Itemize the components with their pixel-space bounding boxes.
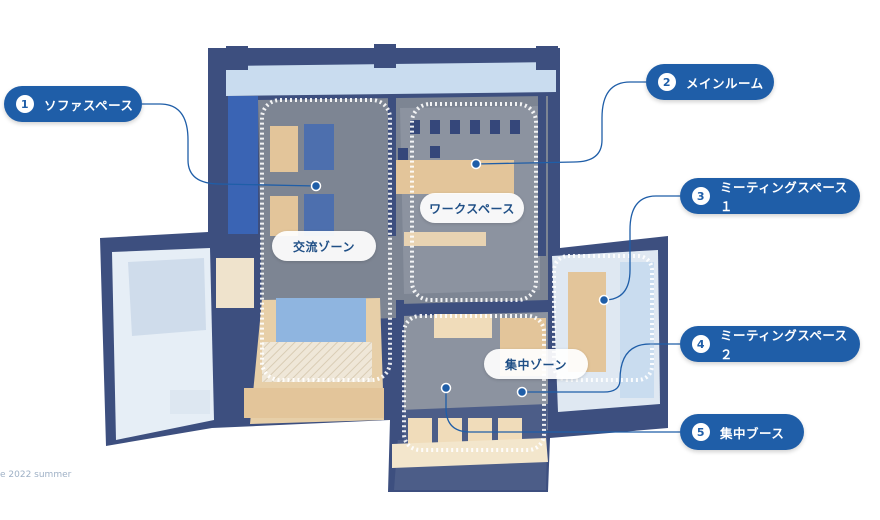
- caption-text: e 2022 summer: [0, 470, 72, 480]
- anchor-dot-sofa: [310, 180, 322, 192]
- callout-label: 集中ブース: [720, 425, 785, 441]
- callout-sofa-space[interactable]: 1 ソファスペース: [4, 86, 142, 122]
- callout-meeting-space-2[interactable]: 4 ミーティングスペース２: [680, 326, 860, 362]
- anchor-dot-meeting-1: [598, 294, 610, 306]
- anchor-dot-booth: [440, 382, 452, 394]
- anchor-dot-main-room: [470, 158, 482, 170]
- callout-number: 4: [692, 335, 710, 353]
- building-shell: [100, 44, 668, 492]
- callout-label: ミーティングスペース２: [720, 328, 848, 362]
- callout-meeting-space-1[interactable]: 3 ミーティングスペース１: [680, 178, 860, 214]
- callout-label: ソファスペース: [44, 97, 134, 113]
- leader-lines: [142, 81, 680, 433]
- zone-label-work: ワークスペース: [420, 193, 524, 223]
- callout-label: ミーティングスペース１: [720, 180, 848, 214]
- callout-label: メインルーム: [686, 75, 764, 91]
- callout-focus-booth[interactable]: 5 集中ブース: [680, 414, 804, 450]
- zone-label-kouryu: 交流ゾーン: [272, 231, 376, 261]
- anchor-dot-meeting-2: [516, 386, 528, 398]
- anchor-dots: [310, 158, 610, 398]
- callout-number: 2: [658, 73, 676, 91]
- callout-number: 1: [16, 95, 34, 113]
- callout-number: 5: [692, 423, 710, 441]
- callout-main-room[interactable]: 2 メインルーム: [646, 64, 774, 100]
- zone-label-shuchu: 集中ゾーン: [484, 349, 588, 379]
- zone-outlines: [260, 98, 654, 452]
- callout-number: 3: [692, 187, 710, 205]
